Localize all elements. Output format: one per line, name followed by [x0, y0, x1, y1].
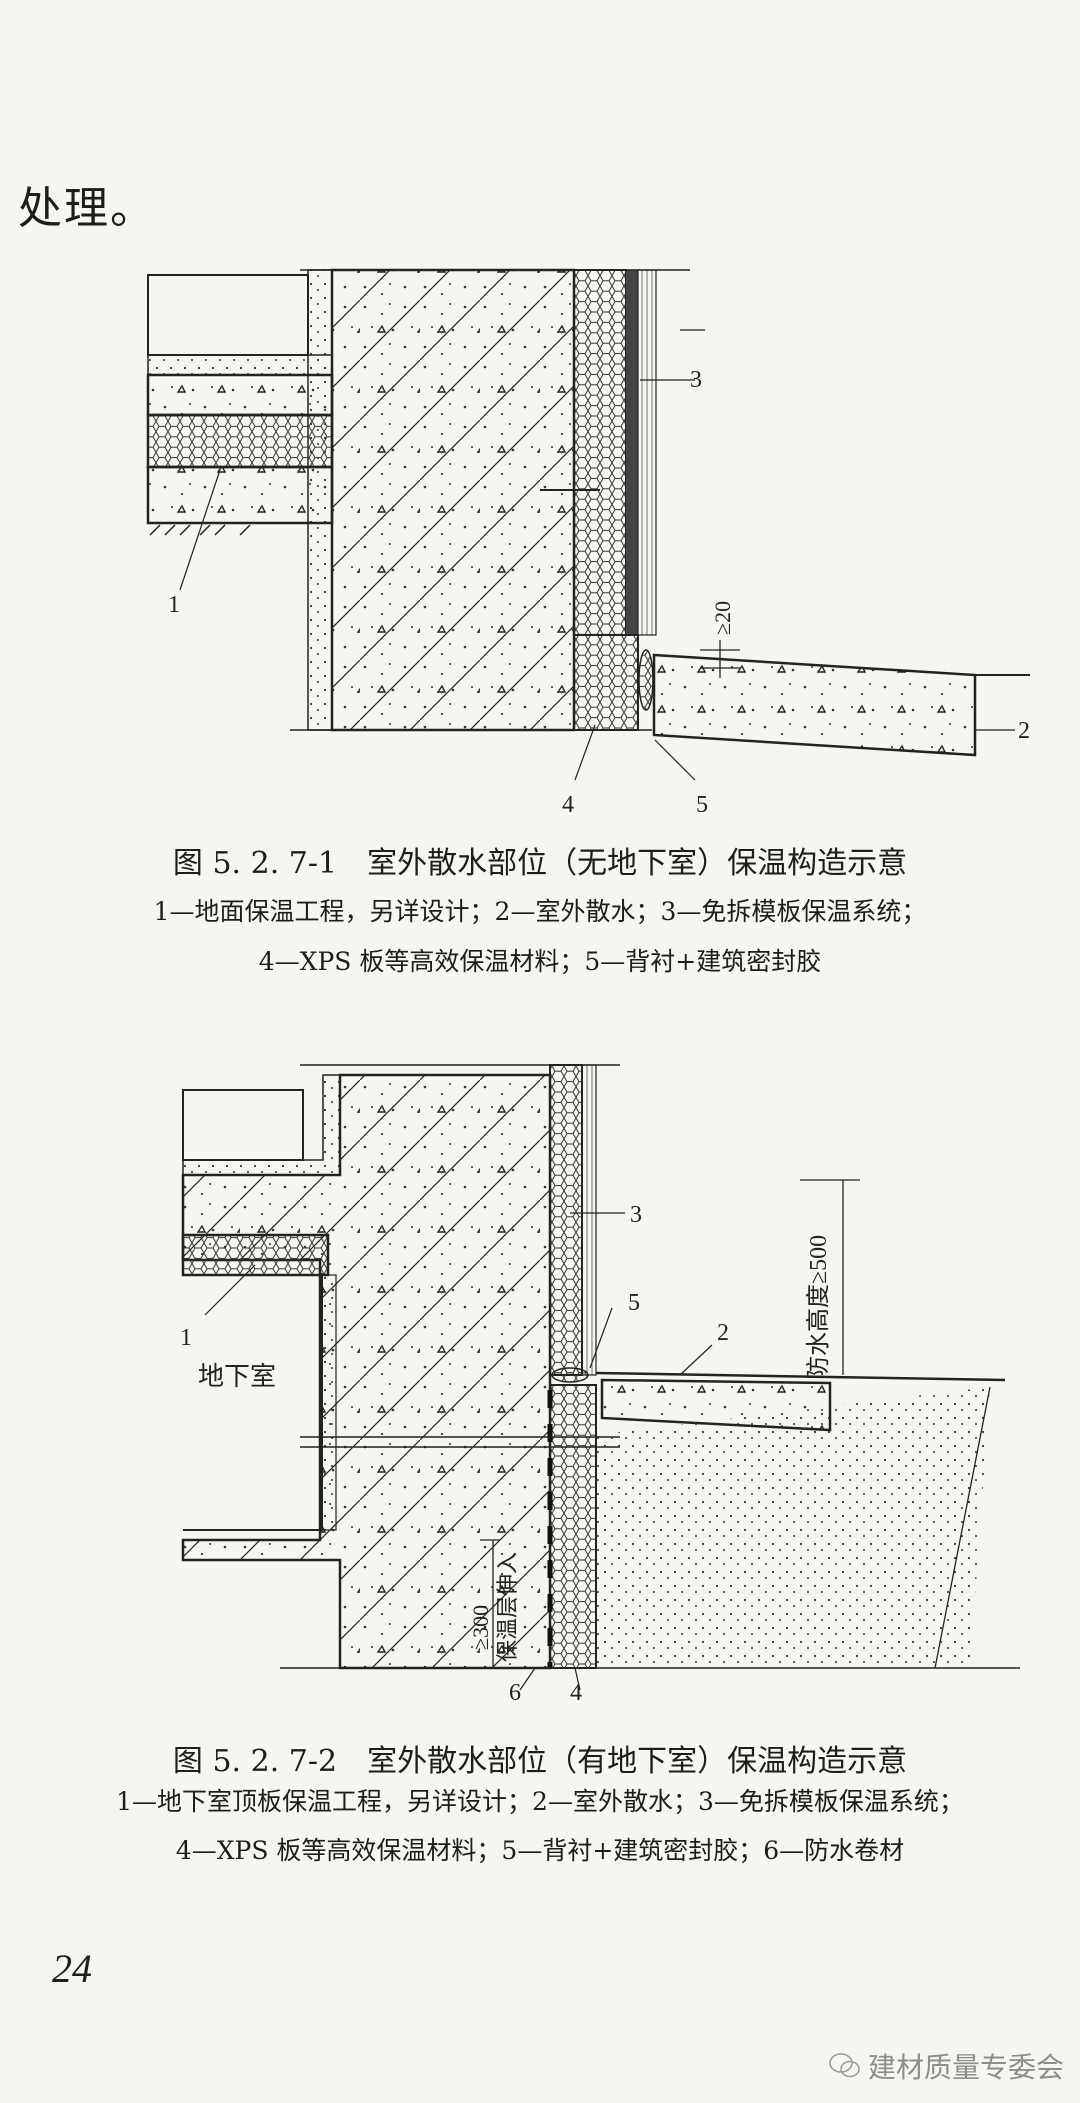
fig2-callout-6: 6: [509, 1680, 521, 1706]
figure2-drawing: 3 1 地下室 5 2 6 4 防水高度≥500 ≥300 保温层伸入: [180, 1064, 1020, 1706]
figure1-drawing: 3 1 2 4 5 ≥20: [146, 268, 1030, 818]
page-number: 24: [52, 1946, 92, 1991]
fig2-callout-4: 4: [570, 1680, 582, 1706]
wechat-icon: [829, 2053, 860, 2078]
fig2-dim-insulation-a: ≥300: [468, 1605, 493, 1650]
figure1-title: 图 5. 2. 7-1 室外散水部位（无地下室）保温构造示意: [172, 846, 908, 881]
fig1-callout-2: 2: [1018, 718, 1030, 744]
figure1-legend-line1: 1—地面保温工程，另详设计；2—室外散水；3—免拆模板保温系统；: [153, 897, 927, 926]
fig2-room-label: 地下室: [198, 1362, 276, 1391]
fig1-callout-4: 4: [562, 792, 574, 818]
watermark-text: 建材质量专委会: [868, 2051, 1065, 2084]
figure2-legend-line2: 4—XPS 板等高效保温材料；5—背衬+建筑密封胶；6—防水卷材: [175, 1836, 905, 1865]
fig1-callout-3: 3: [690, 367, 702, 393]
figure2-legend-line1: 1—地下室顶板保温工程，另详设计；2—室外散水；3—免拆模板保温系统；: [116, 1787, 964, 1816]
fig2-callout-2: 2: [717, 1320, 729, 1346]
fig2-callout-5: 5: [628, 1290, 640, 1316]
fig2-callout-3: 3: [630, 1202, 642, 1228]
lead-text: 处理。: [18, 183, 156, 234]
fig2-dim-insulation-b: 保温层伸入: [495, 1552, 520, 1662]
fig1-dimension: ≥20: [710, 601, 735, 635]
figure1-legend-line2: 4—XPS 板等高效保温材料；5—背衬+建筑密封胶: [258, 947, 822, 976]
figure2-title: 图 5. 2. 7-2 室外散水部位（有地下室）保温构造示意: [172, 1744, 908, 1779]
watermark: 建材质量专委会: [828, 2046, 1064, 2086]
fig1-callout-1: 1: [168, 592, 180, 618]
fig1-callout-5: 5: [696, 792, 708, 818]
fig2-callout-1: 1: [180, 1325, 192, 1351]
fig2-dim-waterproof: 防水高度≥500: [805, 1235, 832, 1380]
